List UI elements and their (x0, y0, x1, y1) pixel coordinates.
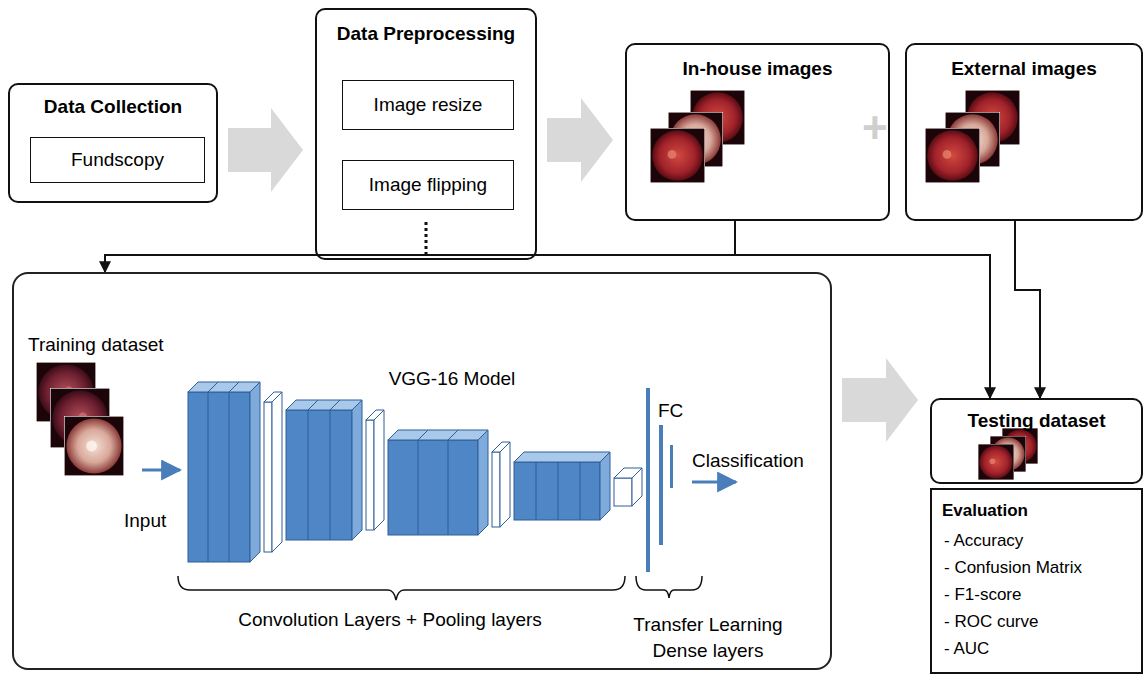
fundus-images (650, 90, 745, 183)
layer-label: FC (658, 398, 698, 424)
ellipsis-dots (425, 222, 428, 256)
metrics-box: Evaluation- Accuracy- Confusion Matrix- … (930, 488, 1143, 674)
process-box: Fundscopy (30, 137, 205, 183)
fundus-images (978, 428, 1038, 480)
model-panel: Training datasetVGG-16 ModelInput FC Class… (12, 272, 832, 670)
input-arrow (142, 469, 180, 472)
connector-arrow (1015, 221, 1040, 398)
stage-box: Data CollectionFundscopy (8, 83, 218, 203)
process-box: Image flipping (342, 160, 514, 210)
box-text: Fundscopy (71, 148, 164, 172)
metric-item: - Confusion Matrix (942, 554, 1131, 581)
fundus-images (36, 362, 124, 476)
fundus-images (925, 90, 1020, 183)
flow-arrow (228, 108, 303, 192)
metric-item: - ROC curve (942, 608, 1131, 635)
plus-sign: + (862, 104, 888, 152)
dataset-box: External images (905, 43, 1143, 221)
connector-arrow (105, 221, 735, 272)
model-title: VGG-16 Model (352, 366, 552, 392)
metric-item: - F1-score (942, 581, 1131, 608)
dataset-box: Testing dataset (930, 398, 1143, 484)
box-text: Image flipping (369, 173, 487, 197)
bracket-label: Transfer Learning Dense layers (623, 612, 793, 664)
flow-arrow (547, 98, 613, 182)
dataset-label: Training dataset (28, 332, 208, 358)
box-text: Image resize (374, 93, 483, 117)
box-title: In-house images (683, 57, 833, 81)
output-label: Classification (692, 448, 822, 474)
input-label: Input (124, 508, 184, 534)
metrics-title: Evaluation (942, 498, 1131, 524)
metric-item: - Accuracy (942, 527, 1131, 554)
box-title: Data Collection (44, 95, 182, 119)
output-arrow (692, 481, 736, 484)
bracket-label: Convolution Layers + Pooling layers (180, 607, 600, 633)
flow-arrow (842, 358, 918, 442)
bracket (178, 576, 625, 600)
box-title: External images (951, 57, 1097, 81)
dataset-box: In-house images (625, 43, 890, 221)
vgg-layers (188, 382, 642, 562)
stage-box: Data PreprocessingImage resizeImage flip… (315, 8, 537, 260)
box-title: Data Preprocessing (337, 22, 515, 46)
box-title: Testing dataset (968, 409, 1106, 433)
connector-arrow (735, 221, 990, 398)
metric-item: - AUC (942, 635, 1131, 662)
process-box: Image resize (342, 80, 514, 130)
bracket (636, 576, 702, 598)
